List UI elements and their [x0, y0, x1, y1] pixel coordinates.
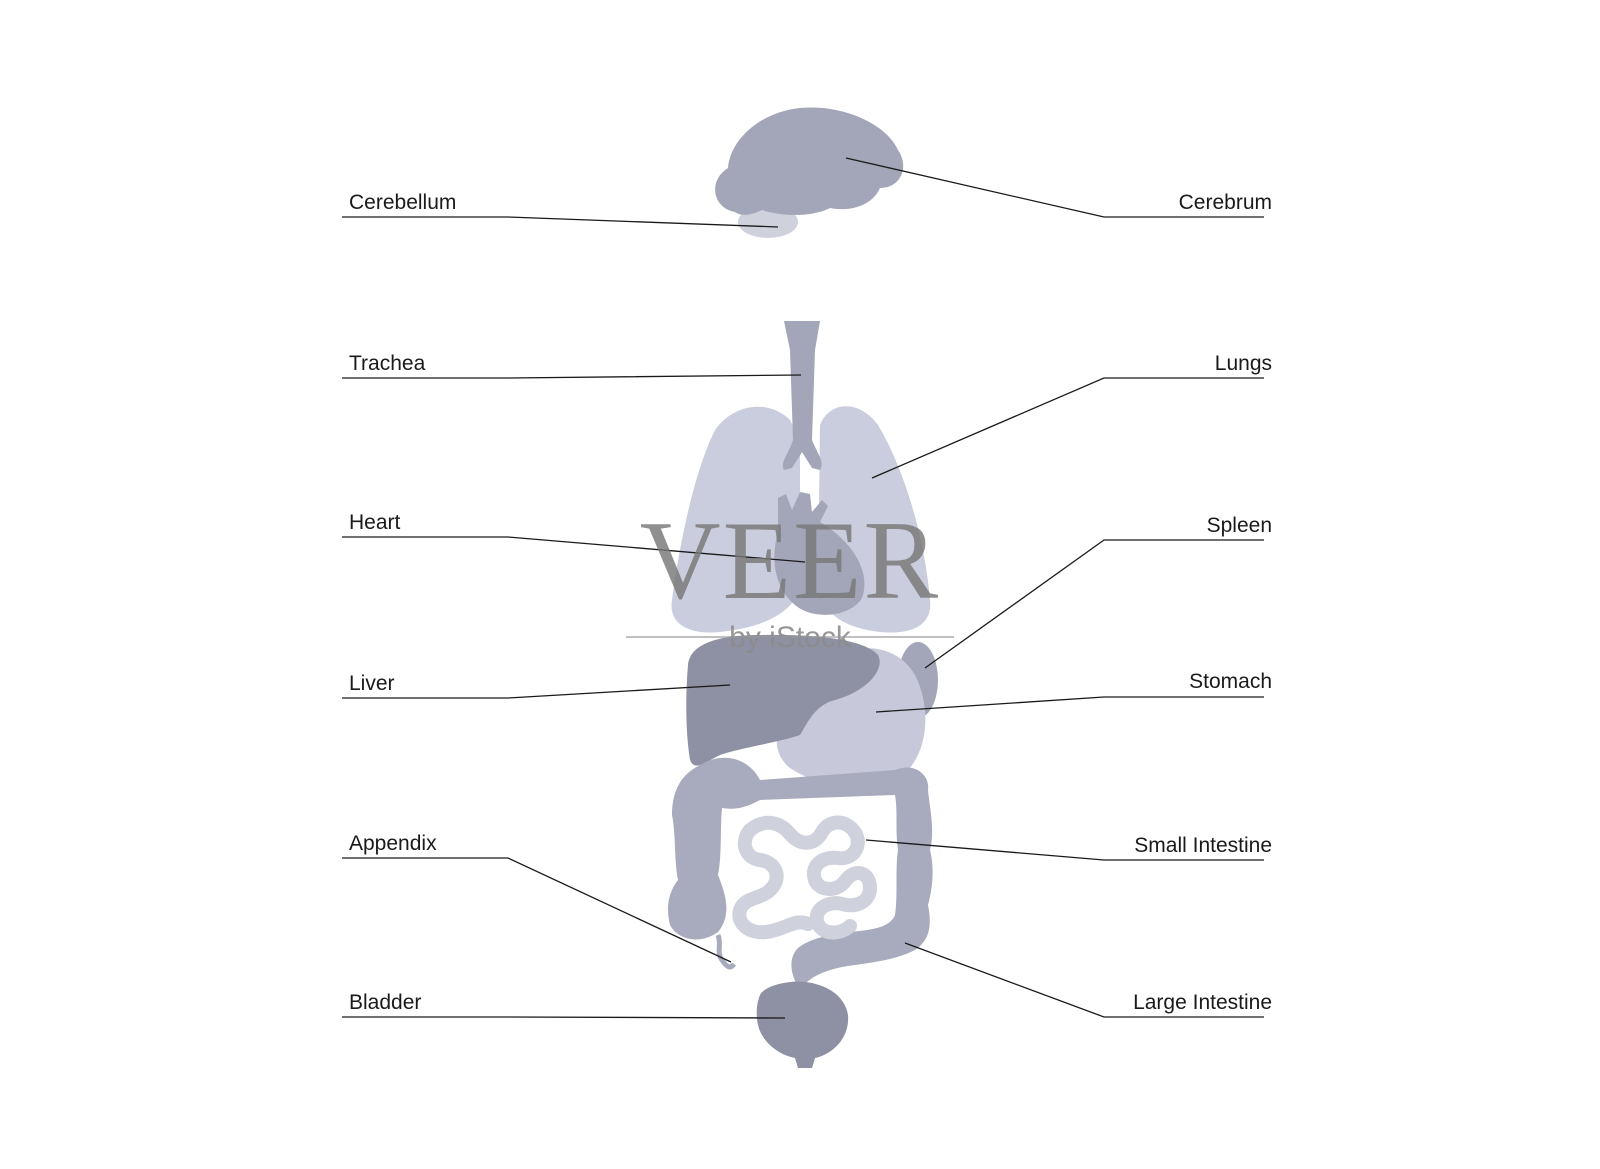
cerebrum-shape: [715, 107, 904, 215]
label-stomach: Stomach: [1189, 670, 1272, 693]
leader-line-stomach: [875, 696, 1264, 713]
appendix-shape: [715, 934, 737, 970]
heart-shape: [774, 492, 865, 615]
liver-shape: [686, 634, 880, 766]
leader-line-trachea: [342, 374, 802, 379]
leader-line-cerebrum: [845, 157, 1264, 218]
leader-line-lungs: [871, 377, 1264, 479]
leader-line-heart: [342, 536, 806, 563]
label-trachea: Trachea: [349, 352, 426, 375]
label-cerebellum: Cerebellum: [349, 191, 457, 214]
label-bladder: Bladder: [349, 991, 422, 1014]
label-large-intestine: Large Intestine: [1133, 991, 1272, 1014]
label-spleen: Spleen: [1206, 514, 1272, 537]
label-heart: Heart: [349, 511, 401, 534]
left-lung-shape: [671, 406, 800, 633]
stomach-shape: [776, 648, 926, 788]
bladder-shape: [756, 981, 849, 1068]
label-cerebrum: Cerebrum: [1178, 191, 1272, 214]
label-small-intestine: Small Intestine: [1134, 834, 1272, 857]
leader-line-cerebellum: [342, 216, 779, 228]
leader-lines: [342, 157, 1264, 1019]
label-lungs: Lungs: [1214, 352, 1272, 375]
trachea-shape: [782, 321, 822, 470]
leader-line-large-intestine: [904, 942, 1264, 1018]
leader-line-small-intestine: [865, 839, 1264, 861]
leader-line-liver: [342, 684, 731, 699]
leader-line-spleen: [924, 539, 1264, 669]
small-intestine-shape: [732, 815, 878, 940]
large-intestine-shape: [667, 757, 933, 990]
label-appendix: Appendix: [349, 832, 437, 855]
label-liver: Liver: [349, 672, 395, 695]
leader-line-bladder: [342, 1016, 786, 1019]
leader-line-appendix: [342, 857, 732, 963]
